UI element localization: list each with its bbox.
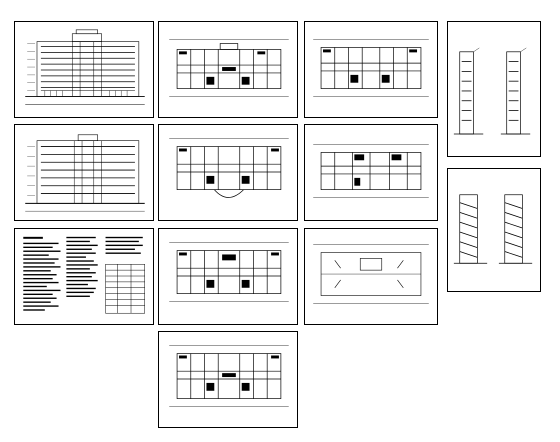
floor-plan-drawing	[313, 39, 429, 97]
sheet-roof-plan[interactable]	[304, 228, 438, 325]
floor-plan-drawing	[169, 138, 289, 198]
side-elevation-drawing	[453, 47, 531, 135]
section-drawing	[453, 194, 533, 264]
front-elevation-drawing	[25, 29, 145, 105]
sheet-floor-plan-3[interactable]	[158, 124, 298, 221]
sheet-floor-plan-1[interactable]	[158, 21, 298, 118]
floor-plan-drawing	[169, 39, 289, 97]
sheet-rear-elevation[interactable]	[14, 124, 154, 221]
sheet-floor-plan-4[interactable]	[304, 124, 438, 221]
sheet-floor-plan-2[interactable]	[304, 21, 438, 118]
roof-plan-drawing	[313, 244, 429, 304]
floor-plan-drawing	[169, 345, 289, 407]
sheet-side-elevations[interactable]	[447, 21, 541, 157]
sheet-front-elevation[interactable]	[14, 21, 154, 118]
floor-plan-drawing	[169, 242, 289, 302]
sheet-floor-plan-5[interactable]	[158, 228, 298, 325]
design-notes-drawing	[23, 236, 145, 314]
sheet-design-notes[interactable]	[14, 228, 154, 325]
floor-plan-drawing	[313, 144, 429, 198]
rear-elevation-drawing	[25, 134, 145, 212]
sheet-sections[interactable]	[447, 168, 541, 292]
sheet-floor-plan-6[interactable]	[158, 331, 298, 428]
